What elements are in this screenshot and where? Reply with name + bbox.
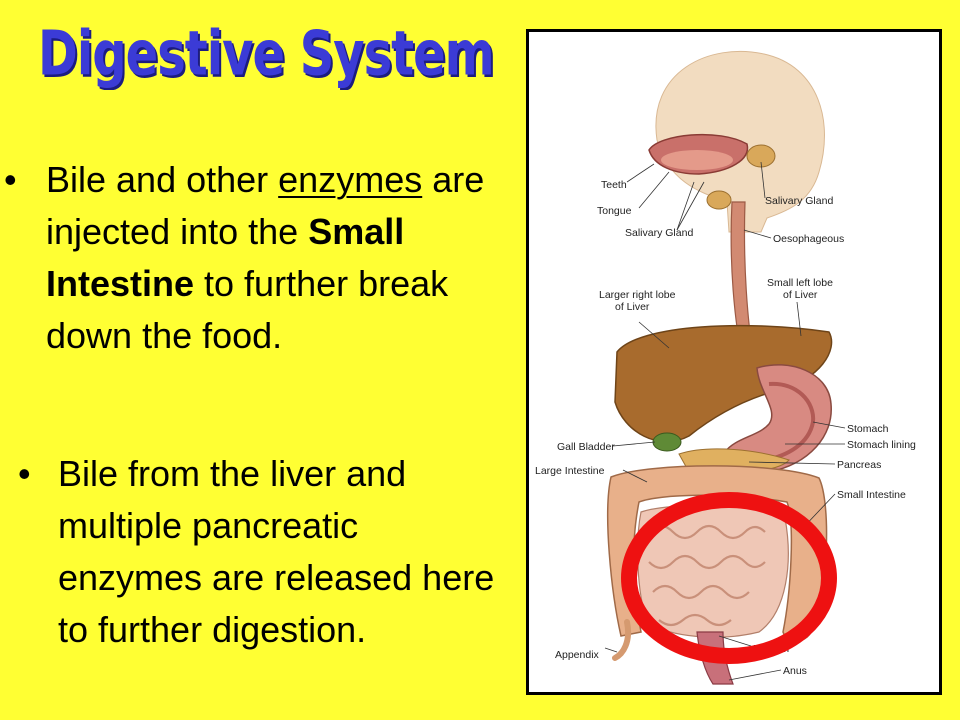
label-oesophageous: Oesophageous: [773, 233, 844, 245]
label-appendix: Appendix: [555, 649, 600, 661]
bullet-1-part-1: Bile and other: [46, 159, 279, 200]
bullet-1-text: Bile and other enzymes are injected into…: [46, 154, 496, 362]
label-larger-right-lobe: Larger right lobe: [599, 289, 676, 301]
salivary-gland-shape: [706, 190, 732, 210]
intestine-coils: [648, 524, 766, 627]
bullet-1-part-3: are injected into the: [46, 159, 485, 252]
slide-title: Digestive System: [38, 18, 495, 90]
label-teeth: Teeth: [601, 179, 627, 191]
label-small-left-lobe: Small left lobe: [767, 277, 833, 289]
label-salivary-gland-left: Salivary Gland: [625, 227, 693, 239]
label-large-intestine: Large Intestine: [535, 465, 605, 477]
bullet-marker: •: [18, 453, 31, 494]
bullet-marker: •: [4, 159, 17, 200]
label-stomach-lining: Stomach lining: [847, 439, 916, 451]
label-pancreas: Pancreas: [837, 459, 881, 471]
small-intestine-emphasis: Small Intestine: [46, 211, 405, 304]
label-gall-bladder: Gall Bladder: [557, 441, 615, 453]
anatomy-illustration: Teeth Tongue Salivary Gland Salivary Gla…: [535, 50, 916, 685]
digestive-system-diagram: Teeth Tongue Salivary Gland Salivary Gla…: [526, 29, 942, 695]
enzymes-link: enzymes: [278, 159, 423, 200]
label-stomach: Stomach: [847, 423, 889, 435]
label-small-left-lobe-2: of Liver: [783, 289, 818, 301]
bullet-2-text: Bile from the liver and multiple pancrea…: [58, 453, 495, 650]
gall-bladder-shape: [652, 432, 682, 452]
label-larger-right-lobe-2: of Liver: [615, 301, 650, 313]
label-anus: Anus: [783, 665, 807, 677]
appendix-shape: [612, 619, 631, 661]
tongue-shape: [661, 150, 733, 170]
label-small-intestine: Small Intestine: [837, 489, 906, 501]
bullet-1-part-5: to further break down the food.: [46, 263, 449, 356]
salivary-gland-shape: [746, 144, 776, 168]
label-salivary-gland-right: Salivary Gland: [765, 195, 833, 207]
leader-lines: [604, 161, 846, 681]
label-tongue: Tongue: [597, 205, 632, 217]
highlight-circle: [621, 492, 837, 664]
